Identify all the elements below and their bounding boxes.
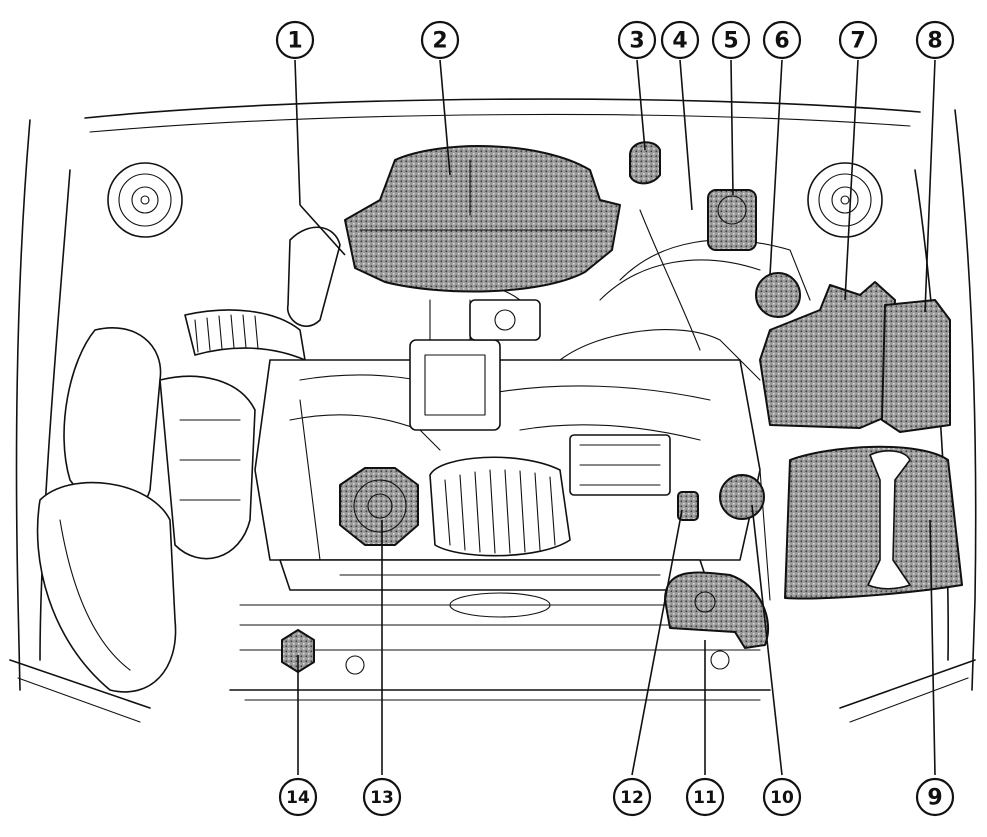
callout-13-label: 13	[370, 788, 394, 808]
callout-7-label: 7	[850, 29, 865, 54]
callout-4: 4	[660, 20, 700, 60]
component-5-reservoir-cap	[707, 189, 757, 251]
callout-6: 6	[762, 20, 802, 60]
callout-3: 3	[617, 20, 657, 60]
callout-5: 5	[711, 20, 751, 60]
callout-14-label: 14	[286, 788, 310, 808]
callout-12: 12	[612, 777, 652, 817]
callout-13: 13	[362, 777, 402, 817]
callout-2: 2	[420, 20, 460, 60]
component-6-cap	[755, 272, 801, 318]
callout-4-label: 4	[672, 29, 687, 54]
leader-lines	[294, 59, 936, 776]
strut-tower-right	[807, 162, 883, 238]
component-11-shroud	[664, 571, 770, 649]
air-intake-duct	[36, 226, 341, 693]
callout-1-label: 1	[287, 29, 302, 54]
component-14-cap	[281, 629, 315, 673]
callout-9: 9	[915, 777, 955, 817]
callout-5-label: 5	[723, 29, 738, 54]
callout-11-label: 11	[693, 788, 717, 808]
callout-8-label: 8	[927, 29, 942, 54]
callout-9-label: 9	[927, 786, 942, 811]
callout-11: 11	[685, 777, 725, 817]
component-10-cap	[719, 474, 765, 520]
component-9-battery	[784, 445, 963, 600]
strut-tower-left	[107, 162, 183, 238]
callout-7: 7	[838, 20, 878, 60]
component-8-box	[881, 299, 951, 433]
callout-10: 10	[762, 777, 802, 817]
component-2-intake-chamber	[344, 145, 621, 293]
callout-6-label: 6	[774, 29, 789, 54]
component-7-reservoir	[759, 281, 896, 429]
callout-10-label: 10	[770, 788, 794, 808]
callout-8: 8	[915, 20, 955, 60]
callout-2-label: 2	[432, 29, 447, 54]
body-outline	[9, 98, 977, 723]
callout-14: 14	[278, 777, 318, 817]
callout-12-label: 12	[620, 788, 644, 808]
component-3-cap	[629, 141, 661, 185]
callout-1: 1	[275, 20, 315, 60]
component-12-filter	[677, 491, 699, 521]
callout-3-label: 3	[629, 29, 644, 54]
